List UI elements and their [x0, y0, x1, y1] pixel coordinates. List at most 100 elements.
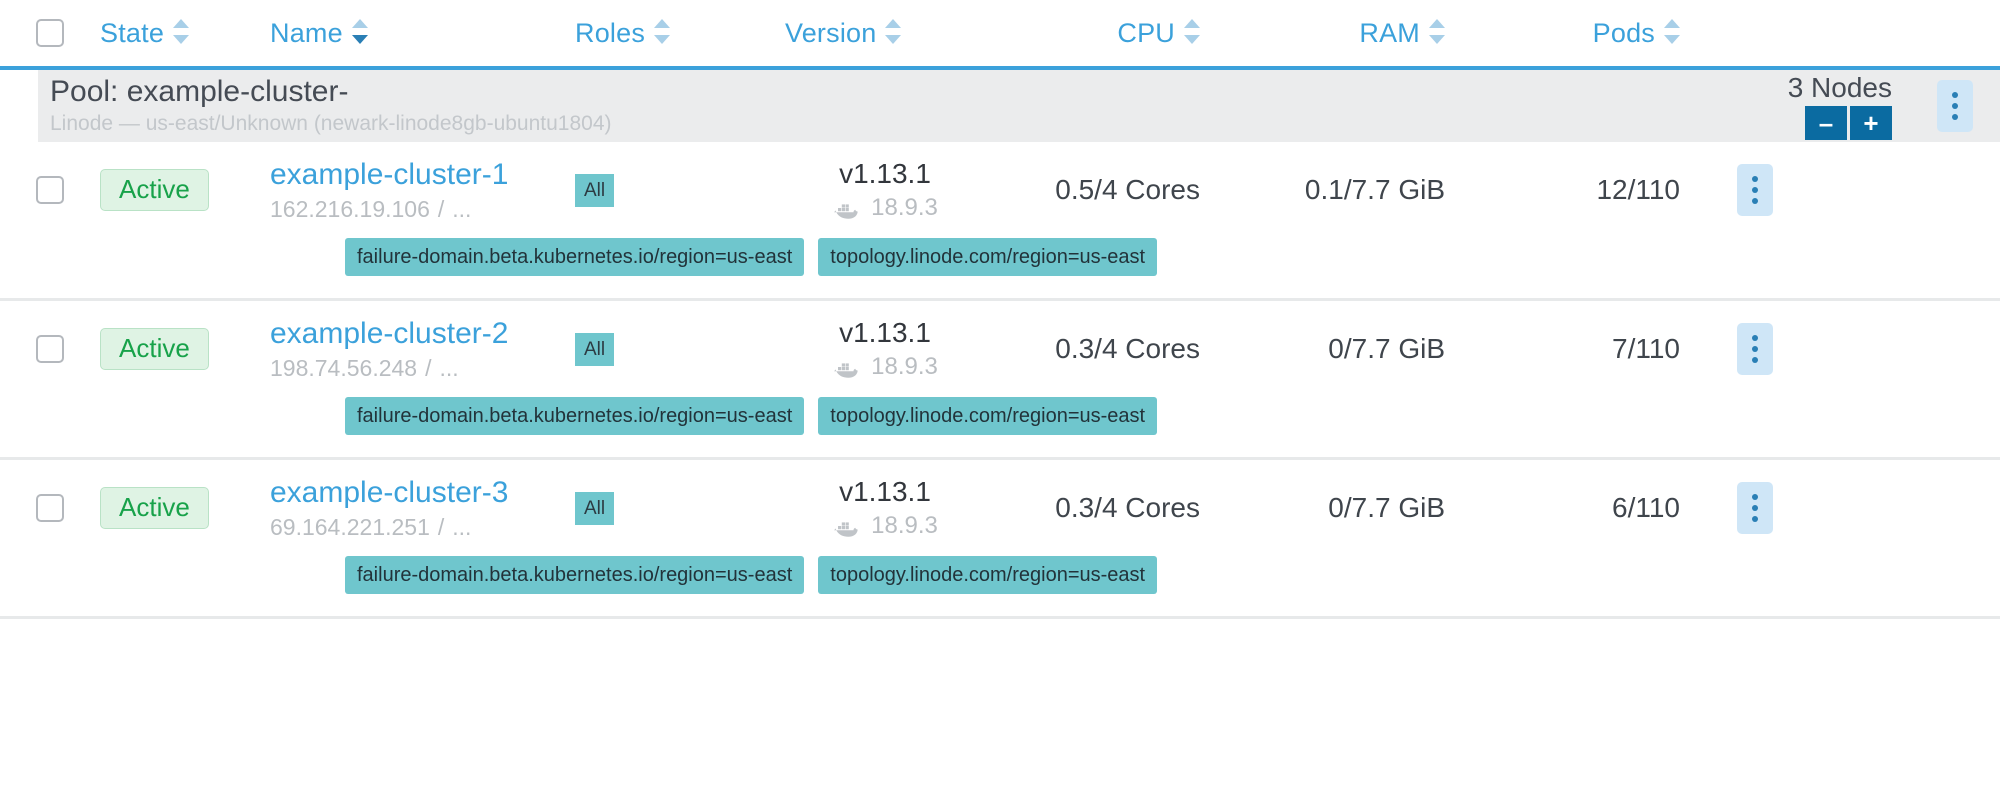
column-header-cpu[interactable]: CPU [985, 18, 1230, 49]
docker-version: 18.9.3 [871, 512, 938, 539]
node-version-cell: v1.13.1 [785, 315, 985, 383]
select-all-checkbox[interactable] [36, 19, 64, 47]
row-checkbox[interactable] [36, 335, 64, 363]
node-roles-cell: All [575, 332, 785, 366]
sort-icon-pods[interactable] [1664, 18, 1680, 48]
node-ip-separator: / [437, 514, 445, 540]
row-select-cell [0, 494, 100, 522]
pool-info: Pool: example-cluster- Linode — us-east/… [38, 74, 1788, 138]
node-ram-cell: 0/7.7 GiB [1230, 492, 1475, 524]
node-ip-separator: / [437, 196, 445, 222]
sort-icon-state[interactable] [173, 18, 190, 48]
node-pods-cell: 12/110 [1475, 174, 1710, 206]
node-ip-more[interactable]: ... [452, 514, 472, 540]
kebab-menu-icon[interactable] [1737, 482, 1773, 534]
node-label-chip: topology.linode.com/region=us-east [818, 238, 1158, 276]
kubernetes-version: v1.13.1 [839, 317, 931, 348]
column-header-roles-label: Roles [575, 17, 646, 48]
table-row: Active example-cluster-1 162.216.19.106 /… [0, 142, 2000, 238]
node-count-stepper: – + [1805, 106, 1892, 140]
node-cpu-cell: 0.3/4 Cores [985, 333, 1230, 365]
node-block: Active example-cluster-1 162.216.19.106 /… [0, 142, 2000, 301]
column-header-state[interactable]: State [100, 18, 270, 49]
pool-node-count: 3 Nodes [1787, 72, 1892, 103]
node-label-chip: topology.linode.com/region=us-east [818, 556, 1158, 594]
node-labels-row: failure-domain.beta.kubernetes.io/region… [0, 397, 2000, 457]
role-chip: All [575, 332, 615, 366]
node-ram-cell: 0/7.7 GiB [1230, 333, 1475, 365]
ram-value: 0/7.7 GiB [1328, 333, 1445, 364]
docker-whale-icon [832, 357, 862, 378]
column-header-name[interactable]: Name [270, 18, 575, 49]
pool-title: Pool: example-cluster- [50, 75, 349, 108]
table-header-row: State Name Roles Version CPU [0, 0, 2000, 70]
docker-version: 18.9.3 [871, 194, 938, 221]
node-version-cell: v1.13.1 [785, 474, 985, 542]
node-ip-value: 198.74.56.248 [270, 355, 418, 381]
role-chip: All [575, 173, 615, 207]
status-badge: Active [100, 487, 209, 529]
table-row: Active example-cluster-2 198.74.56.248 /.… [0, 301, 2000, 397]
node-ip-more[interactable]: ... [439, 355, 459, 381]
sort-icon-version[interactable] [885, 18, 902, 48]
node-ip-separator: / [425, 355, 432, 381]
node-block: Active example-cluster-2 198.74.56.248 /.… [0, 301, 2000, 460]
sort-icon-cpu[interactable] [1184, 18, 1200, 48]
column-header-ram[interactable]: RAM [1230, 18, 1475, 49]
increment-node-button[interactable]: + [1850, 106, 1892, 140]
node-state-cell: Active [100, 487, 270, 529]
node-label-chip: topology.linode.com/region=us-east [818, 397, 1158, 435]
decrement-node-button[interactable]: – [1805, 106, 1847, 140]
node-actions-cell [1710, 323, 1800, 375]
docker-version-line: 18.9.3 [832, 351, 938, 383]
kebab-menu-icon[interactable] [1737, 164, 1773, 216]
node-state-cell: Active [100, 328, 270, 370]
node-cpu-cell: 0.5/4 Cores [985, 174, 1230, 206]
docker-whale-icon [832, 516, 862, 537]
node-ip: 162.216.19.106 /... [270, 194, 575, 224]
pool-subtitle: Linode — us-east/Unknown (newark-linode8… [50, 112, 612, 135]
node-ip-more[interactable]: ... [452, 196, 472, 222]
node-name-cell: example-cluster-1 162.216.19.106 /... [270, 156, 575, 224]
node-label-chip: failure-domain.beta.kubernetes.io/region… [345, 397, 805, 435]
node-ip-value: 162.216.19.106 [270, 196, 430, 222]
pool-header-row: Pool: example-cluster- Linode — us-east/… [38, 70, 2000, 142]
node-cpu-cell: 0.3/4 Cores [985, 492, 1230, 524]
cpu-value: 0.5/4 Cores [1055, 174, 1200, 205]
node-name-link[interactable]: example-cluster-1 [270, 158, 509, 191]
node-ip: 69.164.221.251/... [270, 512, 575, 542]
ram-value: 0.1/7.7 GiB [1304, 174, 1445, 205]
pods-value: 12/110 [1596, 174, 1680, 205]
select-all-cell [0, 19, 100, 47]
sort-icon-name[interactable] [351, 18, 368, 48]
cpu-value: 0.3/4 Cores [1055, 333, 1200, 364]
sort-icon-roles[interactable] [654, 18, 671, 48]
ram-value: 0/7.7 GiB [1328, 492, 1445, 523]
row-checkbox[interactable] [36, 494, 64, 522]
column-header-version[interactable]: Version [785, 18, 985, 49]
pods-value: 7/110 [1612, 333, 1680, 364]
node-labels-row: failure-domain.beta.kubernetes.io/region… [0, 238, 2000, 298]
status-badge: Active [100, 328, 209, 370]
kubernetes-version: v1.13.1 [839, 158, 931, 189]
sort-icon-ram[interactable] [1429, 18, 1445, 48]
docker-version-line: 18.9.3 [832, 192, 938, 224]
column-header-pods[interactable]: Pods [1475, 18, 1710, 49]
row-checkbox[interactable] [36, 176, 64, 204]
cpu-value: 0.3/4 Cores [1055, 492, 1200, 523]
node-name-link[interactable]: example-cluster-2 [270, 317, 509, 350]
table-row: Active example-cluster-3 69.164.221.251/… [0, 460, 2000, 556]
node-state-cell: Active [100, 169, 270, 211]
row-select-cell [0, 335, 100, 363]
kebab-menu-icon[interactable] [1937, 80, 1973, 132]
node-pods-cell: 7/110 [1475, 333, 1710, 365]
node-name-cell: example-cluster-2 198.74.56.248 /... [270, 315, 575, 383]
node-pods-cell: 6/110 [1475, 492, 1710, 524]
kebab-menu-icon[interactable] [1737, 323, 1773, 375]
pool-node-controls: 3 Nodes – + [1788, 72, 1910, 140]
node-name-link[interactable]: example-cluster-3 [270, 476, 509, 509]
column-header-roles[interactable]: Roles [575, 18, 785, 49]
node-label-chip: failure-domain.beta.kubernetes.io/region… [345, 238, 805, 276]
docker-version: 18.9.3 [871, 353, 938, 380]
pods-value: 6/110 [1612, 492, 1680, 523]
